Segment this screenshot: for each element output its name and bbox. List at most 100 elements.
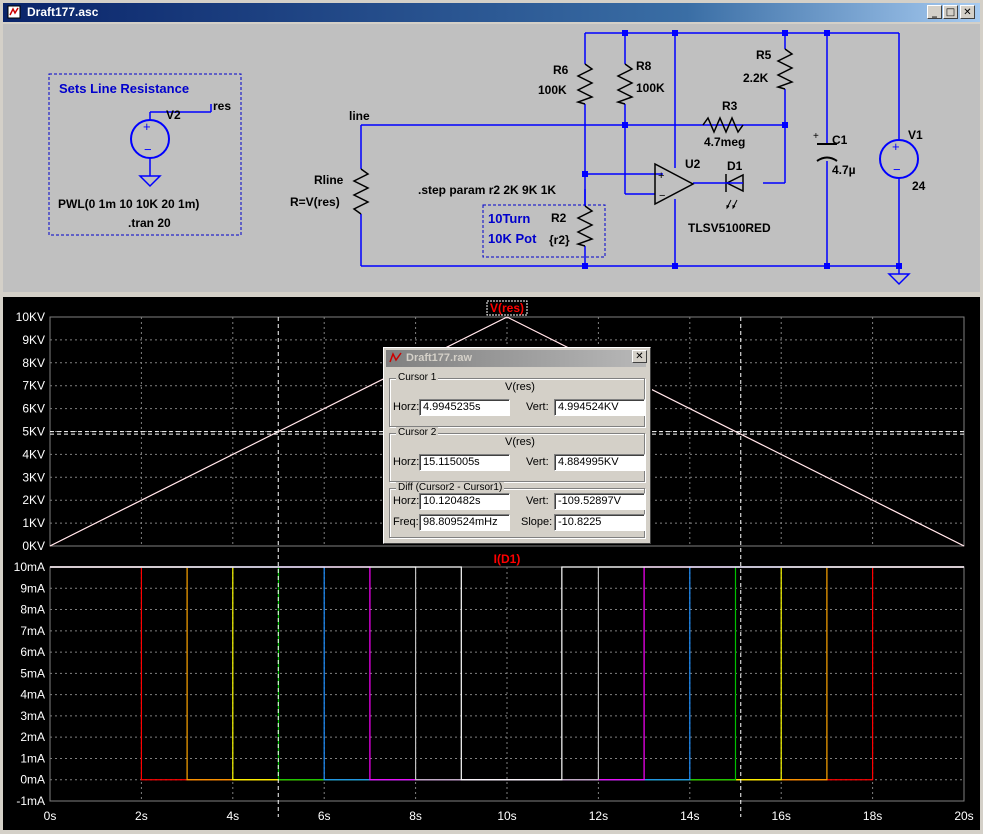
vres-trace[interactable] xyxy=(49,316,965,547)
res-label: res xyxy=(213,99,231,113)
maximize-button[interactable]: □ xyxy=(943,5,958,19)
v1-value: 24 xyxy=(912,179,926,193)
bottom-y-tick-label: 5mA xyxy=(20,666,45,680)
junctions xyxy=(582,30,902,269)
diff-freq-field[interactable]: 98.809524mHz xyxy=(419,514,510,531)
svg-text:−: − xyxy=(893,162,901,177)
rline-resistor[interactable] xyxy=(352,168,370,215)
top-y-tick-label: 6KV xyxy=(22,402,45,416)
bottom-y-tick-label: 1mA xyxy=(20,751,45,765)
r6-resistor[interactable] xyxy=(575,63,594,105)
r2-resistor[interactable] xyxy=(575,205,594,247)
rline-value: R=V(res) xyxy=(290,195,340,209)
d1-led[interactable] xyxy=(725,173,744,210)
schematic-canvas[interactable]: Sets Line Resistance + − V2 res PWL(0 1m… xyxy=(3,24,980,292)
id1-traces[interactable] xyxy=(50,566,964,781)
cursor2-trace: V(res) xyxy=(505,436,535,448)
id1-step-trace xyxy=(50,566,964,781)
r8-resistor[interactable] xyxy=(615,63,634,105)
minimize-button[interactable]: _ xyxy=(927,5,942,19)
r3-label: R3 xyxy=(722,99,738,113)
cursor1-horz-field[interactable]: 4.9945235s xyxy=(419,399,510,416)
bottom-y-tick-label: 8mA xyxy=(20,603,45,617)
cursor2-group-label: Cursor 2 xyxy=(396,427,439,438)
r2-label: R2 xyxy=(551,211,567,225)
r3-value: 4.7meg xyxy=(704,135,745,149)
diff-slope-label: Slope: xyxy=(521,516,553,528)
svg-text:−: − xyxy=(144,142,152,157)
pwl-directive: PWL(0 1m 10 10K 20 1m) xyxy=(58,197,199,211)
bottom-y-tick-label: 4mA xyxy=(20,688,45,702)
diff-vert-field[interactable]: -109.52897V xyxy=(554,493,645,510)
x-tick-label: 20s xyxy=(954,809,973,823)
svg-text:+: + xyxy=(813,131,819,142)
diff-horz-field[interactable]: 10.120482s xyxy=(419,493,510,510)
bottom-plot-frame xyxy=(49,566,965,802)
cursor-dialog-close-button[interactable]: ✕ xyxy=(632,350,647,363)
top-y-tick-label: 2KV xyxy=(22,493,45,507)
cursor2-vert-field[interactable]: 4.884995KV xyxy=(554,454,645,471)
x-tick-label: 6s xyxy=(318,809,331,823)
x-tick-label: 4s xyxy=(226,809,239,823)
v1-label: V1 xyxy=(908,128,923,142)
bottom-y-tick-label: 7mA xyxy=(20,624,45,638)
close-button[interactable]: ✕ xyxy=(960,5,975,19)
pot-label-1: 10Turn xyxy=(488,211,530,226)
diff-vert-label: Vert: xyxy=(526,495,549,507)
d1-label: D1 xyxy=(727,159,743,173)
r3-resistor[interactable] xyxy=(702,116,744,134)
x-tick-label: 0s xyxy=(44,809,57,823)
r6-label: R6 xyxy=(553,63,569,77)
diff-slope-field[interactable]: -10.8225 xyxy=(554,514,645,531)
top-y-tick-label: 9KV xyxy=(22,333,45,347)
svg-text:+: + xyxy=(658,170,664,182)
bottom-y-tick-label: -1mA xyxy=(16,794,45,808)
x-tick-label: 10s xyxy=(497,809,516,823)
v2-label: V2 xyxy=(166,108,181,122)
bottom-y-tick-label: 2mA xyxy=(20,730,45,744)
window-title: Draft177.asc xyxy=(27,5,99,19)
cursor-dialog[interactable]: Draft177.raw ✕ Cursor 1 V(res) Horz: 4.9… xyxy=(383,347,651,544)
cursor-dialog-title: Draft177.raw xyxy=(406,352,473,364)
r5-resistor[interactable] xyxy=(775,48,794,90)
bottom-y-tick-label: 0mA xyxy=(20,773,45,787)
bottom-y-tick-label: 9mA xyxy=(20,581,45,595)
r8-value: 100K xyxy=(636,81,665,95)
u2-opamp[interactable]: + − xyxy=(654,162,695,206)
bottom-y-tick-label: 6mA xyxy=(20,645,45,659)
v1-source[interactable]: + − xyxy=(879,139,919,179)
app-icon xyxy=(7,5,21,19)
top-y-tick-label: 0KV xyxy=(22,539,45,553)
r5-value: 2.2K xyxy=(743,71,769,85)
x-tick-label: 16s xyxy=(772,809,791,823)
cursor1-horz-label: Horz: xyxy=(393,401,420,413)
cursor1-vert-field[interactable]: 4.994524KV xyxy=(554,399,645,416)
top-y-tick-label: 1KV xyxy=(22,516,45,530)
r8-label: R8 xyxy=(636,59,652,73)
cursor2-horz-field[interactable]: 15.115005s xyxy=(419,454,510,471)
top-y-tick-label: 7KV xyxy=(22,379,45,393)
c1-value: 4.7µ xyxy=(832,163,856,177)
cursor2-vert-label: Vert: xyxy=(526,456,549,468)
rline-label: Rline xyxy=(314,173,344,187)
c1-capacitor[interactable]: + xyxy=(813,131,838,162)
pot-box xyxy=(482,204,606,258)
svg-text:+: + xyxy=(143,119,151,134)
top-y-tick-label: 8KV xyxy=(22,356,45,370)
line-resistance-box xyxy=(48,73,242,236)
svg-text:+: + xyxy=(892,139,900,154)
vres-trace-label[interactable]: V(res) xyxy=(490,301,524,315)
cursor-dialog-titlebar[interactable]: Draft177.raw xyxy=(386,350,646,367)
diff-group: Diff (Cursor2 - Cursor1) Horz: 10.120482… xyxy=(389,482,645,538)
wires xyxy=(360,32,900,274)
c1-label: C1 xyxy=(832,133,848,147)
x-tick-label: 18s xyxy=(863,809,882,823)
line-net-label: line xyxy=(349,109,370,123)
id1-trace-label[interactable]: I(D1) xyxy=(494,552,521,566)
v2-source[interactable]: + − xyxy=(130,104,212,188)
diff-group-label: Diff (Cursor2 - Cursor1) xyxy=(396,482,505,493)
title-bar[interactable]: Draft177.asc _ □ ✕ xyxy=(3,3,980,22)
vres-label-box xyxy=(486,300,528,316)
waveform-icon xyxy=(389,352,402,363)
